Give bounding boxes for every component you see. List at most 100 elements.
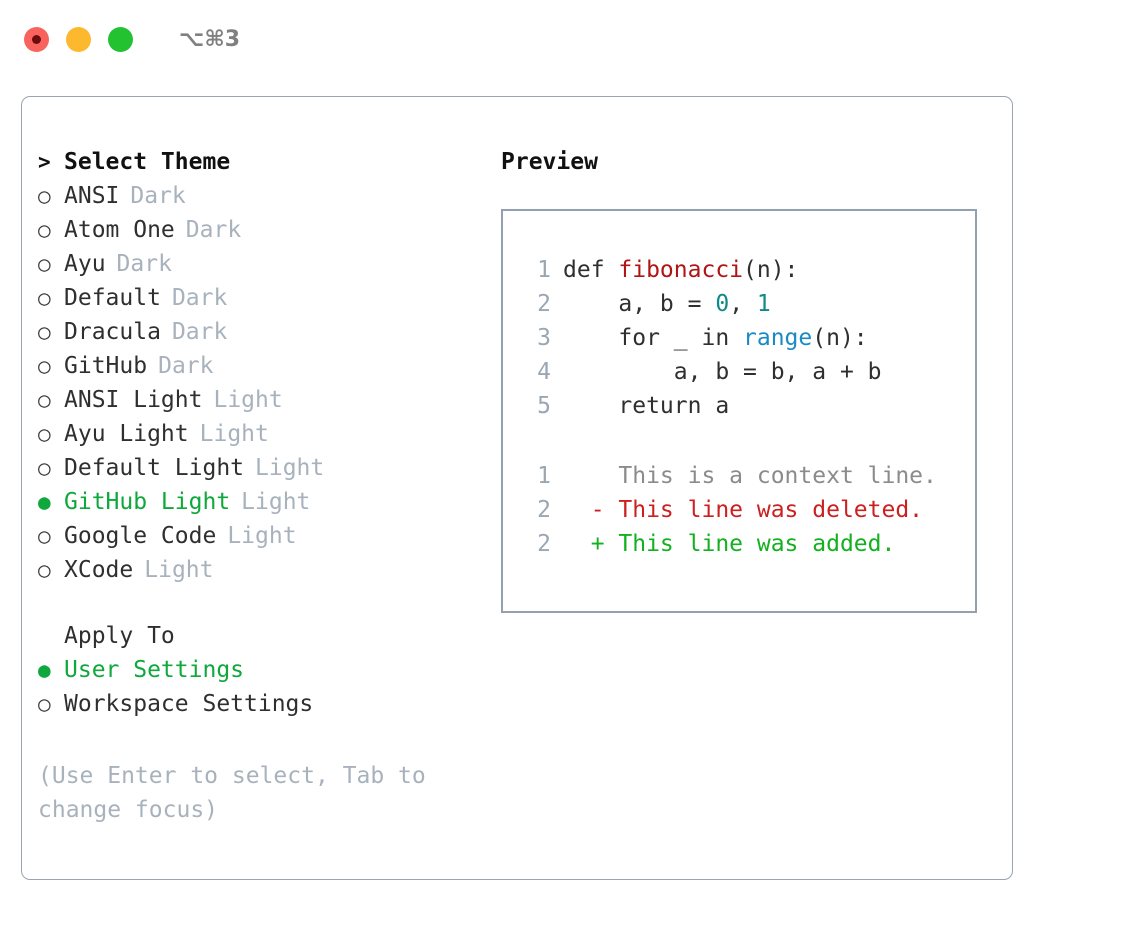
code-token: fibonacci: [618, 257, 744, 283]
theme-list-item[interactable]: ○ ANSI Dark: [38, 183, 468, 217]
theme-name-label: ANSI: [64, 183, 120, 209]
code-token: 0: [715, 291, 730, 317]
theme-variant-badge: Dark: [171, 285, 228, 311]
maximize-button-icon[interactable]: [108, 26, 133, 52]
traffic-lights: [24, 26, 133, 52]
apply-to-option[interactable]: ● User Settings: [38, 657, 468, 691]
theme-list-item[interactable]: ○ ANSI Light Light: [38, 387, 468, 421]
theme-variant-badge: Dark: [116, 251, 172, 277]
theme-variant-badge: Light: [241, 489, 311, 515]
radio-unselected-icon: ○: [38, 286, 51, 310]
diff-line-text: This is a context line.: [563, 463, 937, 489]
keyboard-shortcut-label: ⌥⌘3: [179, 26, 241, 52]
apply-to-option[interactable]: ○ Workspace Settings: [38, 691, 468, 725]
diff-preview: 1 This is a context line.2 - This line w…: [521, 463, 975, 565]
apply-to-option-label: User Settings: [64, 657, 245, 683]
apply-to-list: ● User Settings ○ Workspace Settings: [38, 657, 468, 725]
line-number: 4: [537, 359, 551, 385]
code-token: ,: [729, 291, 757, 317]
apply-to-title: ○ Apply To: [38, 623, 468, 657]
line-number: 3: [537, 325, 551, 351]
theme-variant-badge: Dark: [185, 217, 242, 243]
theme-variant-badge: Light: [227, 523, 297, 549]
apply-to-option-label: Workspace Settings: [64, 691, 314, 717]
code-token: a, b =: [563, 291, 716, 317]
theme-variant-badge: Light: [213, 387, 283, 413]
theme-variant-badge: Dark: [171, 319, 228, 345]
minimize-button-icon[interactable]: [66, 26, 91, 52]
focus-marker-icon: >: [38, 150, 51, 174]
radio-unselected-icon: ○: [38, 692, 51, 716]
theme-list-item[interactable]: ○ Google Code Light: [38, 523, 468, 557]
radio-selected-icon: ●: [38, 658, 51, 682]
close-button-icon[interactable]: [24, 26, 49, 52]
diff-line: 2 - This line was deleted.: [521, 497, 975, 531]
code-token: def: [563, 257, 619, 283]
theme-name-label: Default Light: [64, 455, 245, 481]
code-token: return a: [563, 393, 730, 419]
code-line: 3 for _ in range(n):: [521, 325, 975, 359]
theme-list-item[interactable]: ○ Ayu Light Light: [38, 421, 468, 455]
theme-variant-badge: Dark: [130, 183, 186, 209]
code-line: 4 a, b = b, a + b: [521, 359, 975, 393]
line-number: 1: [537, 257, 551, 283]
apply-to-label: Apply To: [64, 623, 175, 649]
diff-spacer: [521, 427, 975, 463]
line-number: 5: [537, 393, 551, 419]
keyboard-hint-text: (Use Enter to select, Tab to change focu…: [38, 763, 426, 823]
theme-name-label: ANSI Light: [64, 387, 203, 413]
code-line: 2 a, b = 0, 1: [521, 291, 975, 325]
theme-name-label: Google Code: [64, 523, 217, 549]
radio-unselected-icon: ○: [38, 252, 51, 276]
code-token: for _ in: [563, 325, 744, 351]
radio-unselected-icon: ○: [38, 558, 51, 582]
diff-line: 1 This is a context line.: [521, 463, 975, 497]
page-title: Select Theme: [64, 149, 231, 175]
radio-selected-icon: ●: [38, 490, 51, 514]
section-spacer: [38, 591, 468, 623]
theme-name-label: Ayu Light: [64, 421, 189, 447]
theme-name-label: XCode: [64, 557, 134, 583]
radio-unselected-icon: ○: [38, 184, 51, 208]
line-number: 2: [537, 531, 551, 557]
code-token: (n):: [743, 257, 799, 283]
theme-name-label: Ayu: [64, 251, 106, 277]
line-number: 2: [537, 291, 551, 317]
preview-title: Preview: [501, 149, 598, 175]
theme-variant-badge: Light: [199, 421, 269, 447]
line-number: 1: [537, 463, 551, 489]
diff-line-text: - This line was deleted.: [563, 497, 924, 523]
diff-line-text: + This line was added.: [563, 531, 896, 557]
code-line: 1 def fibonacci(n):: [521, 257, 975, 291]
radio-unselected-icon: ○: [38, 456, 51, 480]
radio-unselected-icon: ○: [38, 218, 51, 242]
theme-picker-heading: > Select Theme: [38, 149, 468, 183]
radio-unselected-icon: ○: [38, 524, 51, 548]
theme-name-label: Dracula: [64, 319, 161, 345]
title-bar: ⌥⌘3: [0, 0, 1140, 78]
line-number: 2: [537, 497, 551, 523]
theme-list-item[interactable]: ○ Ayu Dark: [38, 251, 468, 285]
hint-spacer: [38, 725, 468, 759]
radio-unselected-icon: ○: [38, 354, 51, 378]
theme-list-item[interactable]: ● GitHub Light Light: [38, 489, 468, 523]
theme-variant-badge: Dark: [158, 353, 214, 379]
theme-name-label: GitHub Light: [64, 489, 231, 515]
code-token: 1: [756, 291, 771, 317]
theme-variant-badge: Light: [144, 557, 214, 583]
radio-unselected-icon: ○: [38, 422, 51, 446]
theme-list-item[interactable]: ○ XCode Light: [38, 557, 468, 591]
radio-unselected-icon: ○: [38, 388, 51, 412]
